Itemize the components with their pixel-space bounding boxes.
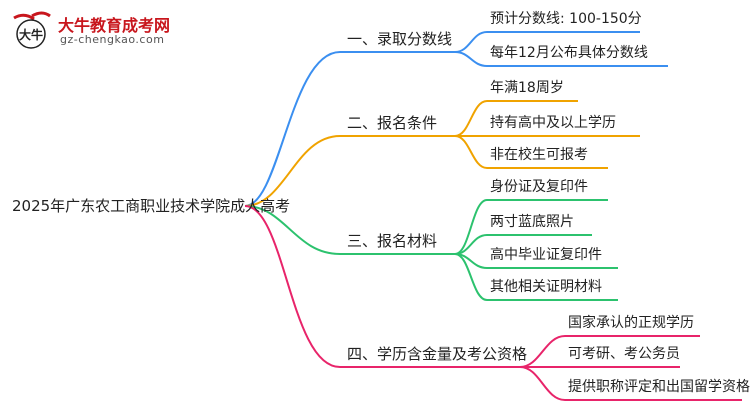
bull-logo-icon: 大牛 xyxy=(13,11,51,49)
logo-url: gz-chengkao.com xyxy=(60,33,165,46)
leaf-december-announcement: 每年12月公布具体分数线 xyxy=(490,45,648,61)
leaf-photo: 两寸蓝底照片 xyxy=(490,214,574,230)
connector-root-branch3 xyxy=(244,205,341,255)
connector-branch2-leaf3 xyxy=(454,135,488,169)
branch-degree-value: 四、学历含金量及考公资格 xyxy=(347,345,528,363)
branch-score-line: 一、录取分数线 xyxy=(347,30,453,48)
leaf-diploma-copy: 高中毕业证复印件 xyxy=(490,247,602,263)
leaf-age-requirement: 年满18周岁 xyxy=(490,80,564,96)
branch-materials: 三、报名材料 xyxy=(347,232,438,250)
leaf-id-card: 身份证及复印件 xyxy=(490,179,588,195)
leaf-non-student: 非在校生可报考 xyxy=(490,147,588,163)
leaf-postgrad-civil-service: 可考研、考公务员 xyxy=(568,346,680,362)
logo-mark-text: 大牛 xyxy=(19,27,43,42)
connector-branch1-leaf2 xyxy=(454,51,488,67)
connector-branch4-leaf3 xyxy=(519,366,566,401)
connector-branch1-leaf1 xyxy=(454,31,488,53)
leaf-other-documents: 其他相关证明材料 xyxy=(490,279,602,295)
leaf-education-requirement: 持有高中及以上学历 xyxy=(490,115,616,131)
connector-root-branch4 xyxy=(244,205,341,368)
root-topic: 2025年广东农工商职业技术学院成人高考 xyxy=(12,197,291,215)
leaf-title-and-study-abroad: 提供职称评定和出国留学资格 xyxy=(568,379,750,395)
site-logo: 大牛 大牛教育成考网 gz-chengkao.com xyxy=(8,10,171,52)
leaf-estimated-score: 预计分数线: 100-150分 xyxy=(490,11,642,27)
connector-branch3-leaf4 xyxy=(454,253,488,301)
logo-title: 大牛教育成考网 xyxy=(58,16,171,35)
leaf-recognized-degree: 国家承认的正规学历 xyxy=(568,315,694,331)
connector-root-branch1 xyxy=(244,51,341,207)
connector-branch2-leaf1 xyxy=(454,100,488,137)
connector-root-branch2 xyxy=(244,135,341,207)
branch-requirements: 二、报名条件 xyxy=(347,114,438,132)
